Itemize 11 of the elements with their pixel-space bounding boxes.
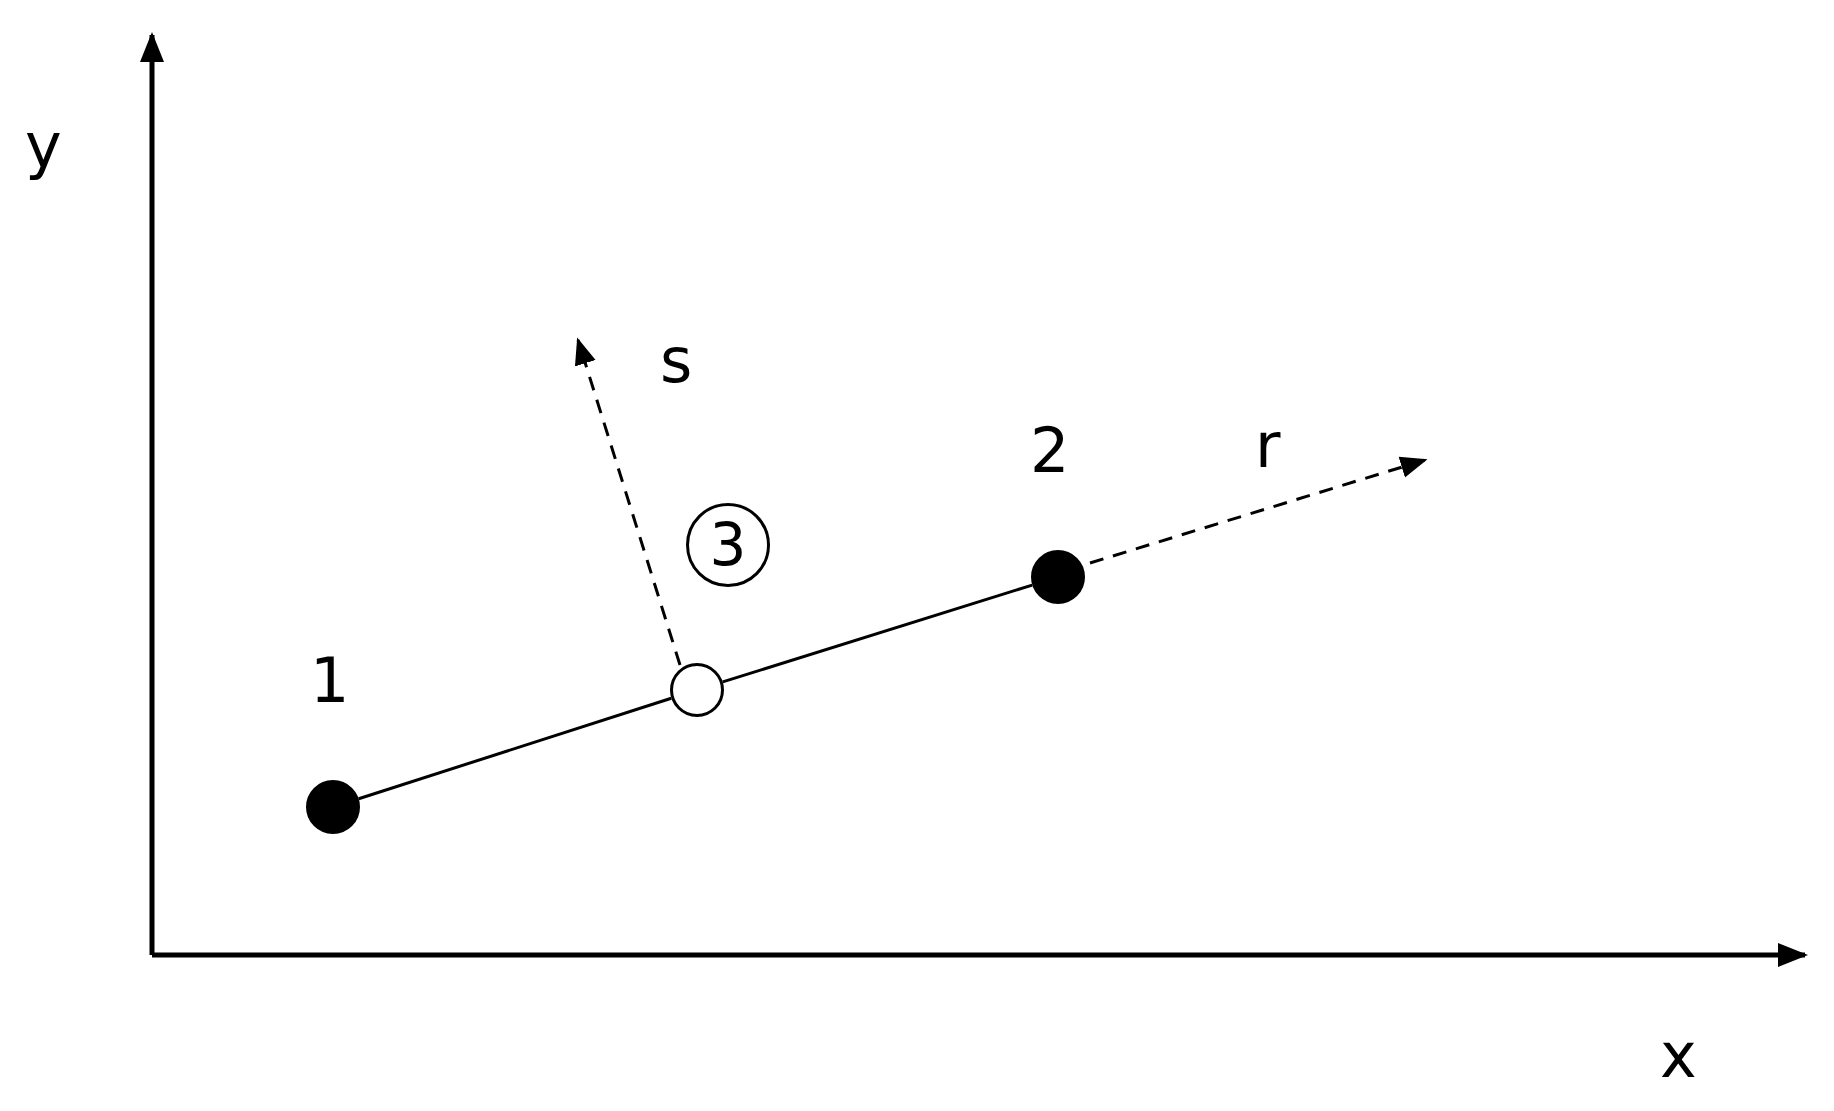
node-number-circle: 3 — [686, 503, 770, 587]
node-number: 2 — [1030, 420, 1070, 482]
filled-node-dot — [306, 780, 360, 834]
filled-node-dot — [1031, 550, 1085, 604]
axis-label: x — [1660, 1025, 1697, 1087]
connector-line — [358, 696, 672, 801]
direction-label: s — [660, 330, 693, 392]
connector-line — [722, 583, 1033, 684]
direction-label: r — [1255, 415, 1281, 477]
node-number: 1 — [310, 650, 350, 712]
hollow-node-dot — [670, 663, 724, 717]
